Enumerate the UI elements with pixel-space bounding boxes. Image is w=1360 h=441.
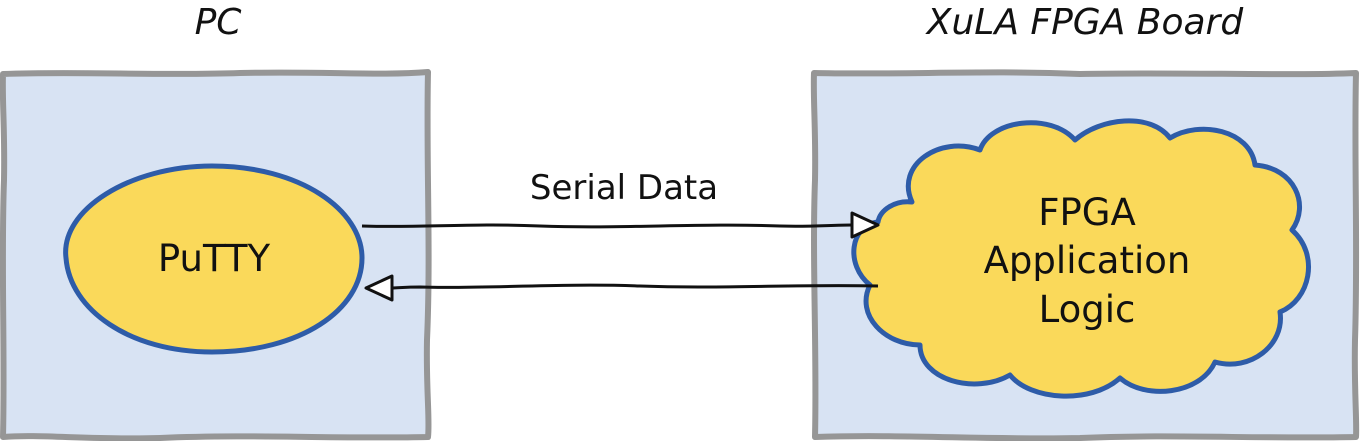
fpga-board-title: XuLA FPGA Board — [925, 2, 1245, 43]
arrow-fpga-to-pc-head — [364, 274, 394, 302]
fpga-logic-label-line-1: FPGA — [1038, 191, 1136, 234]
arrow-pc-to-fpga-line — [361, 223, 853, 229]
fpga-logic-label-line-3: Logic — [1039, 288, 1136, 331]
arrow-pc-to-fpga-head — [850, 211, 880, 239]
fpga-logic-node: FPGA Application Logic — [851, 118, 1311, 399]
putty-node: PuTTY — [63, 163, 365, 355]
arrow-fpga-to-pc-line — [391, 283, 879, 290]
putty-node-label: PuTTY — [158, 237, 271, 280]
pc-box-title: PC — [195, 2, 243, 43]
putty-node-shape — [63, 163, 365, 355]
serial-data-connection: Serial Data — [361, 168, 880, 302]
fpga-logic-cloud-shape — [851, 118, 1311, 399]
serial-data-label: Serial Data — [530, 168, 718, 208]
fpga-logic-label-line-2: Application — [984, 239, 1191, 282]
